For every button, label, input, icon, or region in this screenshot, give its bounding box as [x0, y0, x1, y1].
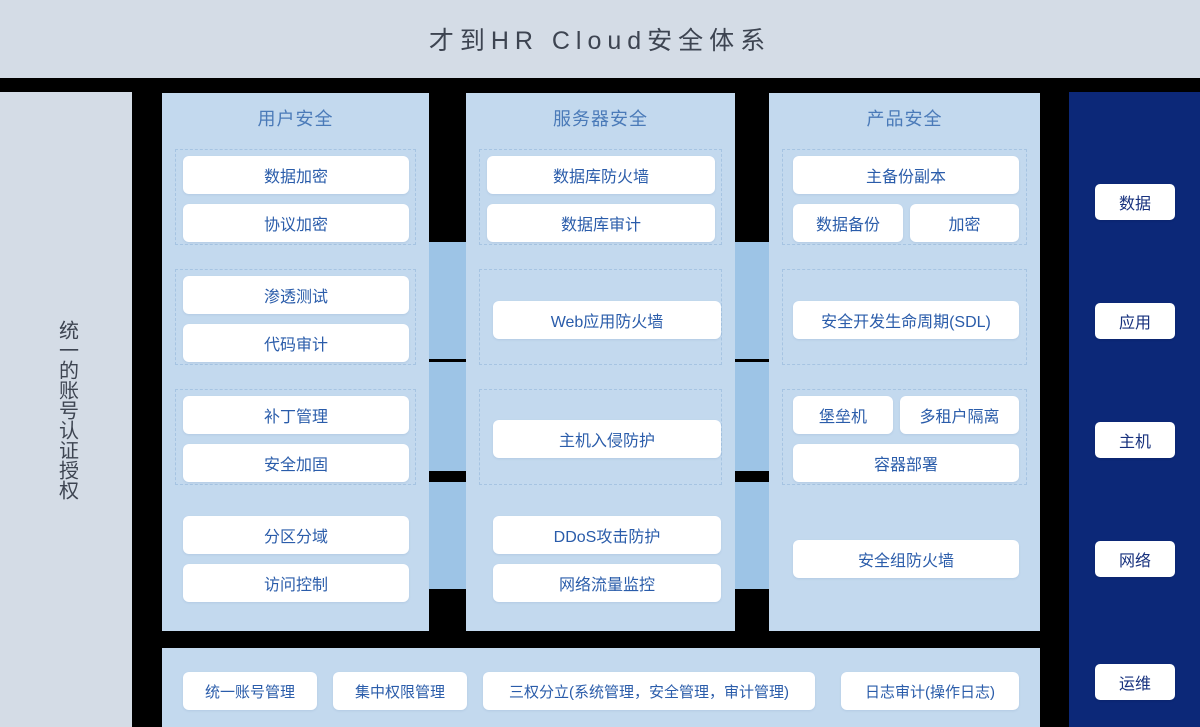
capability-card[interactable]: 容器部署: [793, 444, 1019, 482]
layer-chip-label: 数据: [1118, 196, 1151, 213]
layer-chip-label: 运维: [1118, 676, 1151, 693]
layer-chip[interactable]: 运维: [1095, 664, 1175, 700]
account-management-chip-label: 三权分立(系统管理，安全管理，审计管理): [509, 683, 789, 701]
capability-card-label: 数据库防火墙: [552, 169, 649, 186]
capability-card[interactable]: 加密: [910, 204, 1019, 242]
right-sidebar-layers: 数据应用主机网络运维: [1069, 92, 1200, 727]
row-band: [175, 149, 416, 245]
column-product-security: 产品安全 主备份副本数据备份 加密安全开发生命周期(SDL) 堡垒机 多租户隔离容器部…: [769, 93, 1040, 631]
capability-card[interactable]: 安全加固: [183, 444, 409, 482]
capability-card-label: 主备份副本: [865, 169, 946, 186]
capability-card-label: 多租户隔离: [919, 409, 1000, 426]
capability-card[interactable]: 安全组防火墙: [793, 540, 1019, 578]
layer-chip[interactable]: 数据: [1095, 184, 1175, 220]
capability-card-label: 协议加密: [263, 217, 328, 234]
account-management-chip[interactable]: 集中权限管理: [333, 672, 467, 710]
capability-card[interactable]: 数据库防火墙: [487, 156, 715, 194]
capability-card-label: DDoS攻击防护: [553, 529, 661, 546]
column-title: 用户安全: [257, 109, 334, 129]
connector-band: [732, 482, 769, 589]
row-band: [479, 149, 722, 245]
capability-card[interactable]: 补丁管理: [183, 396, 409, 434]
capability-card-label: 分区分域: [263, 529, 328, 546]
capability-card-label: 容器部署: [873, 457, 938, 474]
account-management-chip[interactable]: 三权分立(系统管理，安全管理，审计管理): [483, 672, 815, 710]
capability-card-label: 安全加固: [263, 457, 328, 474]
capability-card[interactable]: DDoS攻击防护: [493, 516, 721, 554]
left-sidebar-label: 统一的账号认证授权: [55, 319, 78, 500]
capability-card-label: 安全开发生命周期(SDL): [821, 314, 991, 331]
capability-card-label: 补丁管理: [263, 409, 328, 426]
column-title: 服务器安全: [553, 109, 648, 129]
capability-card[interactable]: 代码审计: [183, 324, 409, 362]
capability-card-label: 访问控制: [263, 577, 328, 594]
capability-card-label: 堡垒机: [818, 409, 867, 426]
layer-chip-label: 网络: [1118, 553, 1151, 570]
account-management-chip[interactable]: 日志审计(操作日志): [841, 672, 1019, 710]
column-user-security: 用户安全 数据加密协议加密渗透测试代码审计补丁管理安全加固分区分域访问控制: [162, 93, 429, 631]
connector-band: [429, 362, 466, 471]
column-server-security: 服务器安全 数据库防火墙数据库审计 Web应用防火墙主机入侵防护 DDoS攻击防护网…: [466, 93, 735, 631]
capability-card[interactable]: Web应用防火墙: [493, 301, 721, 339]
account-management-chip[interactable]: 统一账号管理: [183, 672, 317, 710]
row-band: [175, 389, 416, 485]
capability-card-label: 数据库审计: [560, 217, 641, 234]
capability-card[interactable]: 分区分域: [183, 516, 409, 554]
capability-card[interactable]: 网络流量监控: [493, 564, 721, 602]
capability-card-label: 主机入侵防护: [558, 433, 655, 450]
row-band: [782, 269, 1027, 365]
connector-band: [732, 242, 769, 359]
capability-card-label: 加密: [948, 217, 981, 234]
capability-card[interactable]: 安全开发生命周期(SDL): [793, 301, 1019, 339]
capability-card[interactable]: 渗透测试: [183, 276, 409, 314]
row-band: [175, 269, 416, 365]
capability-card-label: 安全组防火墙: [857, 553, 954, 570]
layer-chip[interactable]: 应用: [1095, 303, 1175, 339]
capability-card[interactable]: 数据备份: [793, 204, 903, 242]
account-management-chip-label: 日志审计(操作日志): [865, 683, 995, 701]
connector-band: [732, 362, 769, 471]
left-sidebar: 统一的账号认证授权: [0, 92, 132, 727]
layer-chip-label: 应用: [1118, 315, 1151, 332]
capability-card[interactable]: 多租户隔离: [900, 396, 1019, 434]
row-band: [782, 389, 1027, 485]
capability-card[interactable]: 数据库审计: [487, 204, 715, 242]
capability-card[interactable]: 协议加密: [183, 204, 409, 242]
capability-card-label: 网络流量监控: [558, 577, 655, 594]
layer-chip[interactable]: 主机: [1095, 422, 1175, 458]
row-band: [479, 389, 722, 485]
page-header: 才到HR Cloud安全体系: [0, 0, 1200, 78]
capability-card[interactable]: 主备份副本: [793, 156, 1019, 194]
capability-card-label: 渗透测试: [263, 289, 328, 306]
column-title: 产品安全: [866, 109, 943, 129]
row-band: [782, 149, 1027, 245]
capability-card[interactable]: 数据加密: [183, 156, 409, 194]
bottom-account-management-strip: 统一账号管理 集中权限管理 三权分立(系统管理，安全管理，审计管理) 日志审计(操作日…: [162, 648, 1040, 727]
page-title: 才到HR Cloud安全体系: [428, 27, 772, 55]
connector-band: [429, 482, 466, 589]
capability-card-label: Web应用防火墙: [550, 314, 664, 331]
capability-card[interactable]: 访问控制: [183, 564, 409, 602]
capability-card-label: 数据加密: [263, 169, 328, 186]
capability-card[interactable]: 主机入侵防护: [493, 420, 721, 458]
capability-card-label: 代码审计: [263, 337, 328, 354]
connector-band: [429, 242, 466, 359]
row-band: [479, 269, 722, 365]
capability-card-label: 数据备份: [815, 217, 880, 234]
capability-card[interactable]: 堡垒机: [793, 396, 893, 434]
account-management-chip-label: 集中权限管理: [354, 683, 445, 701]
layer-chip[interactable]: 网络: [1095, 541, 1175, 577]
layer-chip-label: 主机: [1118, 434, 1151, 451]
account-management-chip-label: 统一账号管理: [204, 683, 295, 701]
